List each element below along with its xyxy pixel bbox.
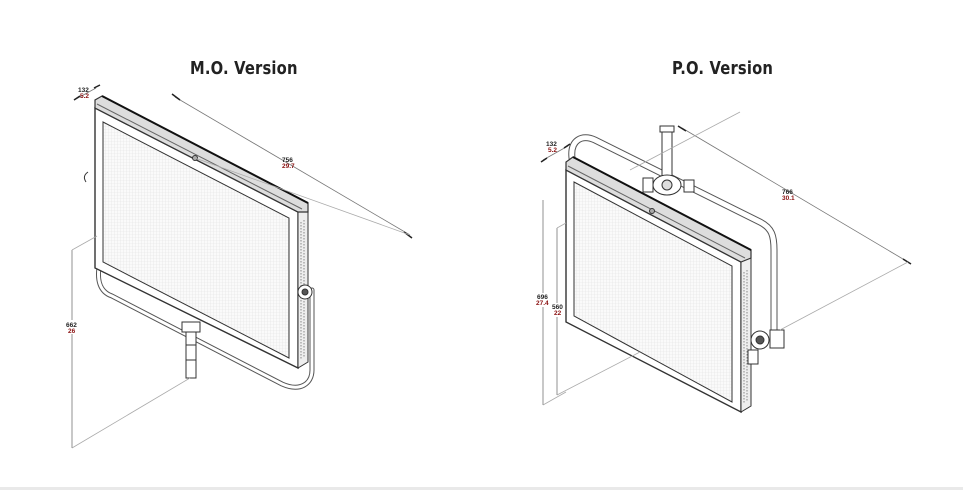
mo-height-in: 26 [68, 328, 76, 335]
bottom-divider [0, 487, 963, 490]
mo-version-title: M.O. Version [190, 58, 298, 79]
po-panel-height-in: 22 [554, 310, 562, 317]
po-depth-mm: 132 [546, 141, 557, 148]
po-version-title: P.O. Version [672, 58, 774, 79]
po-dimension-lines [540, 111, 912, 406]
mo-width-in: 29.7 [282, 163, 295, 170]
mo-dimension-lines [71, 84, 413, 449]
po-width-mm: 766 [782, 189, 793, 196]
po-panel-height-mm: 560 [552, 304, 563, 311]
mo-light-panel [83, 95, 315, 390]
po-width-in: 30.1 [782, 195, 795, 202]
po-total-height-mm: 696 [537, 294, 548, 301]
mo-height-mm: 662 [66, 322, 77, 329]
mo-depth-in: 5.2 [80, 93, 89, 100]
mo-width-mm: 756 [282, 157, 293, 164]
mo-depth-mm: 132 [78, 87, 89, 94]
po-total-height-in: 27.4 [536, 300, 549, 307]
po-light-panel [565, 125, 785, 414]
po-depth-in: 5.2 [548, 147, 557, 154]
